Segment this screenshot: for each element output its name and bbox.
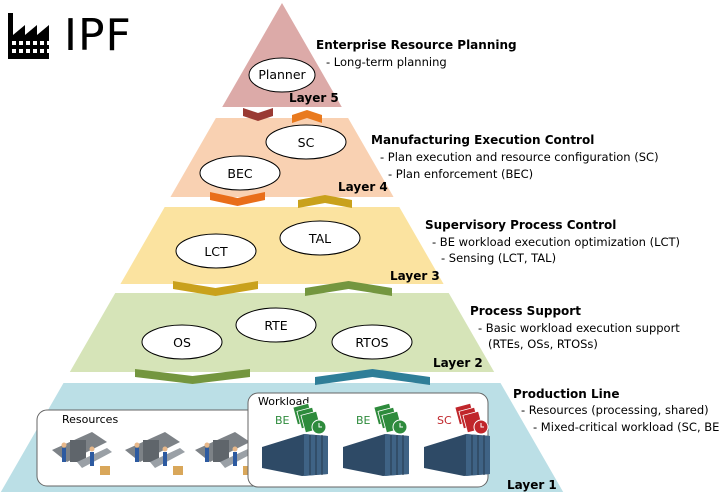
node-tal: [279, 220, 361, 256]
node-rte: [235, 307, 317, 343]
layer-1-title: Production Line: [513, 387, 619, 401]
layer-2-title: Process Support: [470, 304, 581, 318]
layer-4-title: Manufacturing Execution Control: [371, 133, 594, 147]
layer-2-label: Layer 2: [433, 356, 483, 370]
layer-4: SC BEC Layer 4 Manufacturing Execution C…: [199, 124, 659, 194]
up-arrow-icon: [315, 369, 430, 385]
workload-class-sc: SC: [437, 414, 452, 427]
layer-3: LCT TAL Layer 3 Supervisory Process Cont…: [175, 218, 680, 283]
node-planner: [248, 57, 316, 93]
down-arrow-icon: [173, 281, 258, 296]
node-os: [141, 324, 223, 360]
layer-3-desc-2: - Sensing (LCT, TAL): [441, 251, 556, 265]
layer-5: Planner Layer 5 Enterprise Resource Plan…: [248, 38, 517, 105]
logo: IPF: [6, 13, 132, 59]
factory-icon: [8, 13, 51, 59]
task-document-icon: [454, 402, 489, 435]
layer-2-desc-2: (RTEs, OSs, RTOSs): [488, 337, 598, 351]
down-arrow-icon: [135, 369, 250, 384]
node-bec-label: BEC: [227, 166, 252, 181]
layer-1-label: Layer 1: [507, 478, 557, 492]
container-icon: [424, 434, 490, 476]
layer-5-desc-1: - Long-term planning: [326, 55, 447, 69]
node-tal-label: TAL: [308, 231, 331, 246]
layer-1-desc-2: - Mixed-critical workload (SC, BE): [533, 420, 720, 434]
task-document-icon: [373, 402, 408, 435]
node-rtos-label: RTOS: [355, 335, 388, 350]
node-os-label: OS: [173, 335, 191, 350]
layer-1-desc-1: - Resources (processing, shared): [521, 403, 709, 417]
node-rte-label: RTE: [264, 318, 287, 333]
workload-box: Workload BE BE SC: [247, 392, 490, 488]
node-bec: [199, 155, 281, 191]
layer-5-title: Enterprise Resource Planning: [316, 38, 517, 52]
workload-class-be: BE: [356, 414, 371, 427]
resources-box: Resources: [36, 409, 288, 487]
layer-2: OS RTE RTOS Layer 2 Process Support - Ba…: [141, 304, 680, 370]
node-rtos: [331, 324, 413, 360]
logo-text: IPF: [64, 10, 132, 61]
layer-3-title: Supervisory Process Control: [425, 218, 616, 232]
layer-5-label: Layer 5: [289, 91, 339, 105]
production-machine-icon: [125, 432, 185, 475]
layer-4-label: Layer 4: [338, 180, 388, 194]
layer-2-desc-1: - Basic workload execution support: [478, 321, 680, 335]
up-arrow-icon: [298, 195, 352, 208]
layer-4-desc-2: - Plan enforcement (BEC): [388, 167, 533, 181]
node-sc-label: SC: [298, 135, 315, 150]
task-document-icon: [292, 402, 327, 435]
node-lct-label: LCT: [204, 244, 228, 259]
resources-label: Resources: [62, 413, 118, 426]
node-sc: [265, 124, 347, 160]
down-arrow-icon: [243, 108, 273, 121]
container-icon: [262, 434, 328, 476]
workload-label: Workload: [258, 395, 309, 408]
layer-4-desc-1: - Plan execution and resource configurat…: [380, 150, 659, 164]
layer-1: Layer 1 Production Line - Resources (pro…: [36, 387, 720, 492]
up-arrow-icon: [292, 110, 322, 123]
production-machine-icon: [52, 432, 112, 475]
node-planner-label: Planner: [258, 67, 306, 82]
container-icon: [343, 434, 409, 476]
down-arrow-icon: [210, 192, 265, 206]
workload-class-be: BE: [275, 414, 290, 427]
layer-3-desc-1: - BE workload execution optimization (LC…: [432, 235, 680, 249]
node-lct: [175, 233, 257, 269]
layer-3-label: Layer 3: [390, 269, 440, 283]
up-arrow-icon: [305, 281, 392, 296]
